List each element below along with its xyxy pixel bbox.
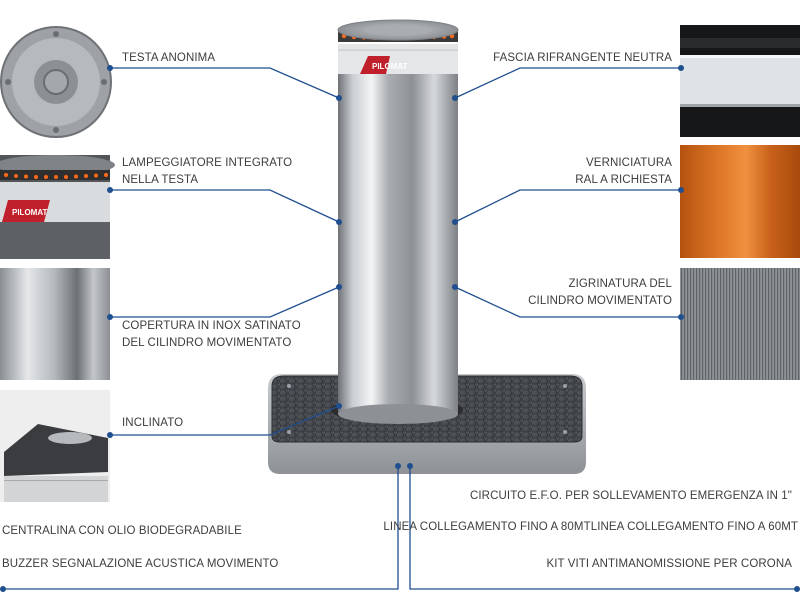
label-circuito-efo: CIRCUITO E.F.O. PER SOLLEVAMENTO EMERGEN… xyxy=(469,490,792,502)
leader-dot xyxy=(107,314,113,320)
leader-dot xyxy=(407,463,413,469)
leader-lines xyxy=(0,67,800,590)
thumb-copertura-inox xyxy=(0,268,110,380)
leader-dots xyxy=(0,65,800,592)
logo-text: PILOMAT xyxy=(372,62,408,71)
label-inclinato: INCLINATO xyxy=(122,417,184,429)
label-lampeggiatore-line2: NELLA TESTA xyxy=(122,174,199,186)
leader-dot xyxy=(395,463,401,469)
label-zigrinatura-line1: ZIGRINATURA DEL xyxy=(568,278,672,290)
leader-dot xyxy=(107,432,113,438)
thumb-logo-text: PILOMAT xyxy=(12,208,48,217)
label-kit-viti: KIT VITI ANTIMANOMISSIONE PER CORONA xyxy=(546,558,792,570)
label-verniciatura: VERNICIATURA RAL A RICHIESTA xyxy=(575,155,672,189)
leader-dot xyxy=(107,65,113,71)
thumb-fascia-rifrangente xyxy=(680,25,800,137)
label-centralina: CENTRALINA CON OLIO BIODEGRADABILE xyxy=(2,525,242,537)
leader-dot xyxy=(452,95,458,101)
leader-dot xyxy=(452,284,458,290)
label-copertura-inox: COPERTURA IN INOX SATINATO DEL CILINDRO … xyxy=(122,318,301,352)
bollard-cylinder xyxy=(337,19,459,424)
thumb-inclinato xyxy=(0,390,110,502)
label-zigrinatura: ZIGRINATURA DEL CILINDRO MOVIMENTATO xyxy=(528,276,672,310)
leader-dot xyxy=(678,65,684,71)
leader-dot xyxy=(794,586,800,592)
bollard-logo-plate: PILOMAT xyxy=(360,56,408,74)
label-testa-anonima: TESTA ANONIMA xyxy=(122,52,216,64)
label-linea-collegamento: LINEA COLLEGAMENTO FINO A 80MTLINEA COLL… xyxy=(383,521,798,533)
leader-dot xyxy=(336,403,342,409)
leader-dot xyxy=(336,284,342,290)
thumb-lampeggiatore: PILOMAT xyxy=(0,155,115,259)
leader-dot xyxy=(678,314,684,320)
label-verniciatura-line2: RAL A RICHIESTA xyxy=(575,174,672,186)
leader-dot xyxy=(107,187,113,193)
leader-dot xyxy=(336,219,342,225)
thumb-testa-anonima xyxy=(0,22,112,142)
label-copertura-line2: DEL CILINDRO MOVIMENTATO xyxy=(122,337,292,349)
label-verniciatura-line1: VERNICIATURA xyxy=(586,157,672,169)
thumb-verniciatura-ral xyxy=(680,145,800,258)
label-lampeggiatore: LAMPEGGIATORE INTEGRATO NELLA TESTA xyxy=(122,155,292,189)
label-copertura-line1: COPERTURA IN INOX SATINATO xyxy=(122,320,301,332)
leader-dot xyxy=(678,187,684,193)
leader-dot xyxy=(336,95,342,101)
label-buzzer: BUZZER SEGNALAZIONE ACUSTICA MOVIMENTO xyxy=(2,558,279,570)
label-zigrinatura-line2: CILINDRO MOVIMENTATO xyxy=(528,295,672,307)
leader-dot xyxy=(452,219,458,225)
label-lampeggiatore-line1: LAMPEGGIATORE INTEGRATO xyxy=(122,157,293,169)
leader-dot xyxy=(0,586,6,592)
thumb-zigrinatura xyxy=(680,268,800,380)
label-fascia-rifrangente: FASCIA RIFRANGENTE NEUTRA xyxy=(493,52,672,64)
